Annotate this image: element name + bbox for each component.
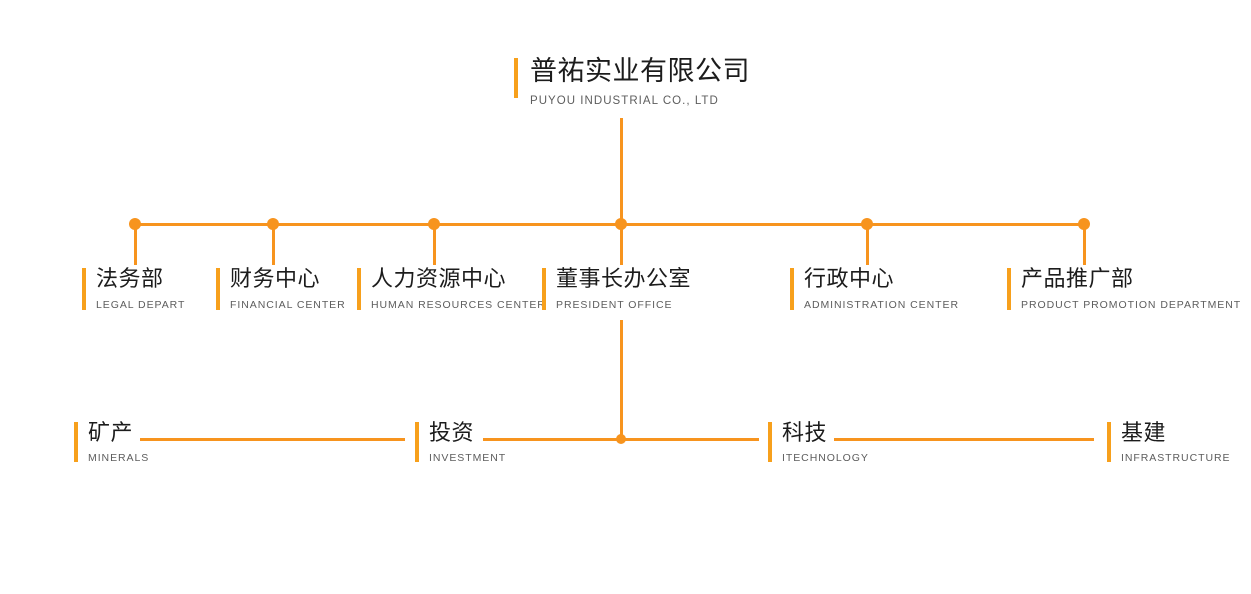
- accent-bar-icon: [542, 268, 546, 310]
- accent-bar-icon: [514, 58, 518, 98]
- org-node-human-resources-center-text: 人力资源中心 HUMAN RESOURCES CENTER: [361, 268, 546, 311]
- connector-drop-hr: [433, 223, 436, 265]
- connector-node-dot-hr: [428, 218, 440, 230]
- org-node-infrastructure-cn: 基建: [1121, 420, 1167, 445]
- connector-link-technology-infrastructure: [834, 438, 1094, 441]
- connector-drop-product-promotion: [1083, 223, 1086, 265]
- connector-drop-legal: [134, 223, 137, 265]
- org-node-root-title-en: PUYOU INDUSTRIAL CO., LTD: [530, 95, 719, 107]
- org-node-financial-center-en: FINANCIAL CENTER: [230, 299, 346, 311]
- org-node-itechnology-en: ITECHNOLOGY: [782, 452, 869, 464]
- org-node-administration-center: 行政中心 ADMINISTRATION CENTER: [790, 268, 959, 311]
- org-node-legal-depart: 法务部 LEGAL DEPART: [82, 268, 185, 311]
- org-node-financial-center-cn: 财务中心: [230, 266, 321, 291]
- org-node-investment: 投资 INVESTMENT: [415, 422, 506, 464]
- org-node-product-promotion-department: 产品推广部 PRODUCT PROMOTION DEPARTMENT: [1007, 268, 1241, 311]
- org-node-itechnology: 科技 ITECHNOLOGY: [768, 422, 869, 464]
- org-node-legal-depart-en: LEGAL DEPART: [96, 299, 186, 311]
- accent-bar-icon: [415, 422, 419, 462]
- org-node-legal-depart-cn: 法务部: [96, 266, 164, 291]
- org-node-president-office-en: PRESIDENT OFFICE: [556, 299, 673, 311]
- org-node-human-resources-center-cn: 人力资源中心: [371, 266, 507, 291]
- org-node-minerals-en: MINERALS: [88, 452, 150, 464]
- connector-node-dot-business-junction: [616, 434, 626, 444]
- connector-drop-financial: [272, 223, 275, 265]
- org-node-investment-cn: 投资: [429, 420, 475, 445]
- accent-bar-icon: [768, 422, 772, 462]
- connector-drop-president: [620, 223, 623, 265]
- org-node-legal-depart-text: 法务部 LEGAL DEPART: [86, 268, 185, 311]
- connector-president-stem: [620, 320, 623, 440]
- org-node-minerals-text: 矿产 MINERALS: [78, 422, 149, 464]
- accent-bar-icon: [1107, 422, 1111, 462]
- org-node-administration-center-text: 行政中心 ADMINISTRATION CENTER: [794, 268, 959, 311]
- org-node-financial-center-text: 财务中心 FINANCIAL CENTER: [220, 268, 346, 311]
- org-node-infrastructure-en: INFRASTRUCTURE: [1121, 452, 1231, 464]
- connector-trunk-horizontal: [134, 223, 1083, 226]
- org-node-financial-center: 财务中心 FINANCIAL CENTER: [216, 268, 346, 311]
- org-node-president-office: 董事长办公室 PRESIDENT OFFICE: [542, 268, 691, 311]
- connector-link-minerals-investment: [140, 438, 405, 441]
- accent-bar-icon: [74, 422, 78, 462]
- accent-bar-icon: [1007, 268, 1011, 310]
- org-node-root-title-cn: 普祐实业有限公司: [530, 56, 750, 86]
- org-node-investment-text: 投资 INVESTMENT: [419, 422, 506, 464]
- org-node-administration-center-cn: 行政中心: [804, 266, 895, 291]
- accent-bar-icon: [82, 268, 86, 310]
- org-node-investment-en: INVESTMENT: [429, 452, 507, 464]
- connector-drop-administration: [866, 223, 869, 265]
- org-node-product-promotion-department-text: 产品推广部 PRODUCT PROMOTION DEPARTMENT: [1011, 268, 1241, 311]
- org-node-minerals: 矿产 MINERALS: [74, 422, 149, 464]
- accent-bar-icon: [790, 268, 794, 310]
- connector-node-dot-president: [615, 218, 627, 230]
- org-node-administration-center-en: ADMINISTRATION CENTER: [804, 299, 959, 311]
- org-node-minerals-cn: 矿产: [88, 420, 134, 445]
- connector-node-dot-product-promotion: [1078, 218, 1090, 230]
- connector-node-dot-financial: [267, 218, 279, 230]
- connector-root-stem: [620, 118, 623, 224]
- org-node-itechnology-cn: 科技: [782, 420, 828, 445]
- org-node-human-resources-center-en: HUMAN RESOURCES CENTER: [371, 299, 546, 311]
- org-node-president-office-text: 董事长办公室 PRESIDENT OFFICE: [546, 268, 691, 311]
- org-node-product-promotion-department-en: PRODUCT PROMOTION DEPARTMENT: [1021, 299, 1242, 311]
- connector-node-dot-administration: [861, 218, 873, 230]
- accent-bar-icon: [357, 268, 361, 310]
- org-node-root-text: 普祐实业有限公司 PUYOU INDUSTRIAL CO., LTD: [518, 58, 750, 108]
- org-node-infrastructure-text: 基建 INFRASTRUCTURE: [1111, 422, 1230, 464]
- org-node-president-office-cn: 董事长办公室: [556, 266, 692, 291]
- accent-bar-icon: [216, 268, 220, 310]
- org-node-human-resources-center: 人力资源中心 HUMAN RESOURCES CENTER: [357, 268, 546, 311]
- org-node-infrastructure: 基建 INFRASTRUCTURE: [1107, 422, 1230, 464]
- connector-node-dot-legal: [129, 218, 141, 230]
- org-node-root: 普祐实业有限公司 PUYOU INDUSTRIAL CO., LTD: [514, 58, 750, 108]
- org-node-itechnology-text: 科技 ITECHNOLOGY: [772, 422, 869, 464]
- org-node-product-promotion-department-cn: 产品推广部: [1021, 266, 1134, 291]
